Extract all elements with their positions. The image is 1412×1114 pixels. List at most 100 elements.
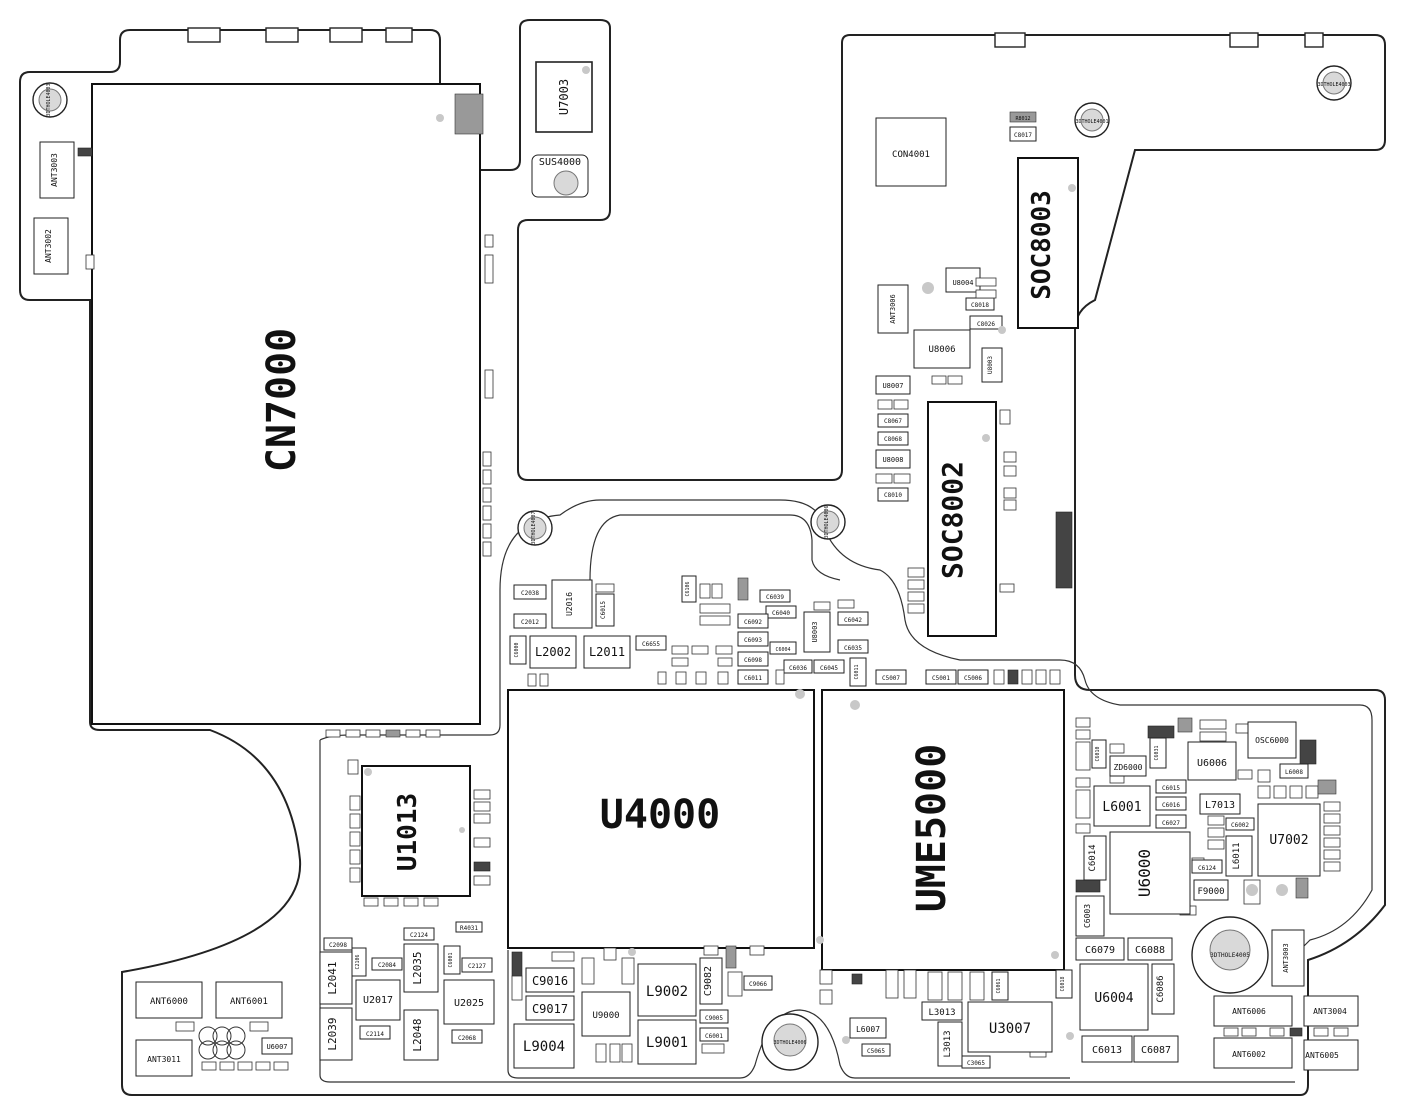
ant6006-part bbox=[1213, 995, 1293, 1027]
u8003v-part bbox=[981, 347, 1003, 383]
c6001b-label: C6001 bbox=[705, 1033, 723, 1040]
c2114-part bbox=[359, 1025, 391, 1040]
mounting-hole-2-label: 3DTHOLE4001 bbox=[1075, 119, 1108, 125]
u8004-part bbox=[945, 267, 981, 293]
ant6006-label: ANT6006 bbox=[1232, 1007, 1266, 1016]
mounting-hole-6-label: 3DTHOLE4005 bbox=[1210, 952, 1250, 959]
c6124-label: C6124 bbox=[1198, 865, 1216, 872]
u8007-label: U8007 bbox=[882, 382, 903, 390]
c6036-label: C6036 bbox=[789, 665, 807, 672]
u8003-label: U8003 bbox=[811, 621, 819, 642]
l6007-label: L6007 bbox=[856, 1025, 880, 1034]
u7003-label: U7003 bbox=[557, 79, 571, 115]
c6015-part bbox=[595, 593, 615, 627]
u6006-part bbox=[1187, 741, 1237, 781]
c6040-label: C6040 bbox=[772, 610, 790, 617]
l2035-part bbox=[403, 943, 439, 993]
pad bbox=[77, 147, 93, 157]
u8003-part bbox=[803, 611, 831, 653]
r8012-part bbox=[1009, 111, 1037, 123]
c9016-label: C9016 bbox=[532, 974, 568, 988]
u1013-side-parts bbox=[347, 759, 491, 907]
osc6000-part bbox=[1247, 721, 1297, 759]
ant3003-label: ANT3003 bbox=[50, 153, 59, 187]
c6655-part bbox=[635, 635, 667, 651]
c6001-part bbox=[443, 945, 461, 975]
ant3002-label: ANT3002 bbox=[44, 229, 53, 263]
cn7000-label: CN7000 bbox=[259, 328, 305, 473]
mounting-hole-3-label: 3DTHOLE4003 bbox=[1317, 82, 1350, 88]
ant6000-label: ANT6000 bbox=[150, 997, 188, 1007]
c5007-label: C5007 bbox=[882, 675, 900, 682]
sus4000-label: SUS4000 bbox=[539, 157, 581, 168]
u6006-label: U6006 bbox=[1197, 758, 1227, 769]
u1013-label: U1013 bbox=[393, 793, 423, 871]
l3013b-label: L3013 bbox=[943, 1030, 953, 1057]
mounting-hole-6: 3DTHOLE4005 bbox=[1191, 916, 1269, 994]
c6004-part bbox=[769, 641, 797, 655]
c2098-label: C2098 bbox=[329, 942, 347, 949]
c6018-label: C6018 bbox=[1060, 976, 1066, 991]
l3013b-part bbox=[937, 1021, 963, 1067]
c2038-part bbox=[513, 584, 547, 600]
c6027-part bbox=[1155, 814, 1187, 829]
ant3006-label: ANT3006 bbox=[889, 294, 897, 324]
c6002-part bbox=[1225, 817, 1255, 831]
top-row-small-pads bbox=[527, 577, 1061, 687]
c6000-label: C6000 bbox=[514, 642, 520, 657]
l9002-label: L9002 bbox=[646, 984, 688, 1000]
c5001-label: C5001 bbox=[932, 675, 950, 682]
c9082-label: C9082 bbox=[703, 966, 714, 996]
c6088-part bbox=[1127, 937, 1173, 961]
c6042-part bbox=[837, 611, 869, 626]
u9000-label: U9000 bbox=[592, 1011, 619, 1021]
c2098-part bbox=[323, 937, 353, 951]
c5006-label: C5006 bbox=[964, 675, 982, 682]
ant6000-part bbox=[135, 981, 203, 1019]
c6003-label: C6003 bbox=[1083, 904, 1092, 928]
u8004-label: U8004 bbox=[952, 279, 973, 287]
c6061-part bbox=[991, 971, 1009, 1001]
ant3004-part bbox=[1303, 995, 1359, 1027]
c8017-part bbox=[1009, 126, 1037, 142]
u8007-part bbox=[875, 375, 911, 395]
ant6002-part bbox=[1213, 1037, 1293, 1069]
c6093-label: C6093 bbox=[744, 637, 762, 644]
l2048-label: L2048 bbox=[411, 1018, 424, 1051]
l2002-label: L2002 bbox=[535, 645, 571, 659]
c6016-part bbox=[1155, 796, 1187, 811]
c6014-part bbox=[1083, 835, 1107, 881]
l2011-part bbox=[583, 635, 631, 669]
u7003-chip bbox=[535, 61, 593, 133]
u8006-part bbox=[913, 329, 971, 369]
c6031-label: C6031 bbox=[1154, 745, 1160, 760]
c6086-label: C6086 bbox=[1156, 975, 1166, 1002]
c6010-part bbox=[1091, 739, 1107, 769]
c8018-label: C8018 bbox=[971, 302, 989, 309]
c2127-part bbox=[461, 957, 493, 973]
c2038-label: C2038 bbox=[521, 590, 539, 597]
c6015b-part bbox=[1155, 779, 1187, 794]
c6011b-label: C6011 bbox=[854, 664, 860, 679]
mounting-hole-1: 3DTHOLE4003 bbox=[32, 82, 68, 118]
u6007-part bbox=[261, 1037, 293, 1055]
c9066-label: C9066 bbox=[749, 981, 767, 988]
c2106-label: C2106 bbox=[355, 954, 361, 969]
top-notches bbox=[187, 27, 1324, 48]
l9002-part bbox=[637, 963, 697, 1017]
c9005-part bbox=[699, 1009, 729, 1024]
c6045-label: C6045 bbox=[820, 665, 838, 672]
c6045-part bbox=[813, 659, 845, 674]
c2124-part bbox=[403, 927, 435, 941]
l3013-label: L3013 bbox=[928, 1008, 955, 1018]
c5001-part bbox=[925, 669, 957, 685]
l2011-label: L2011 bbox=[589, 645, 625, 659]
ant3011-label: ANT3011 bbox=[147, 1055, 181, 1064]
c2127-label: C2127 bbox=[468, 963, 486, 970]
c6011-label: C6011 bbox=[744, 675, 762, 682]
u6000-part bbox=[1109, 831, 1191, 915]
c5006-part bbox=[957, 669, 989, 685]
c6092-part bbox=[737, 613, 769, 629]
l6001-part bbox=[1093, 785, 1151, 827]
u7002-label: U7002 bbox=[1269, 833, 1308, 848]
